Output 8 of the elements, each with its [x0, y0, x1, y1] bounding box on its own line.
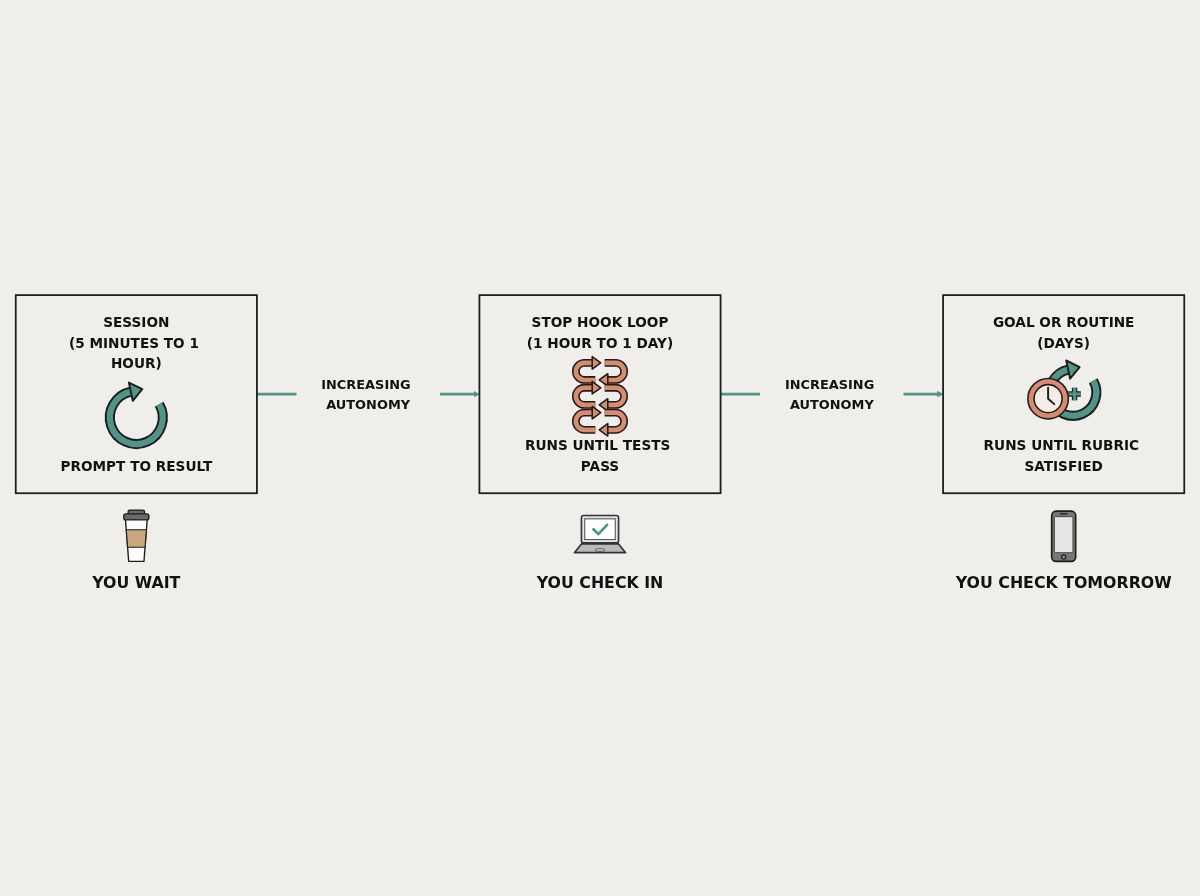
edge-label: INCREASING AUTONOMY: [321, 376, 411, 412]
caption-text: YOU CHECK TOMORROW: [955, 572, 1172, 592]
node-box: GOAL OR ROUTINE (DAYS) RUNS UNTIL RUBRIC SATISFIED: [942, 294, 1186, 495]
node-box: STOP HOOK LOOP (1 HOUR TO 1 DAY) RUNS UNTIL TESTS PASS: [478, 294, 722, 495]
caption-text: YOU CHECK IN: [536, 572, 664, 592]
node-box: SESSION (5 MINUTES TO 1 HOUR) PROMPT TO RESULT: [14, 294, 258, 495]
caption-text: YOU WAIT: [92, 572, 181, 592]
edge-label: INCREASING AUTONOMY: [784, 376, 875, 412]
